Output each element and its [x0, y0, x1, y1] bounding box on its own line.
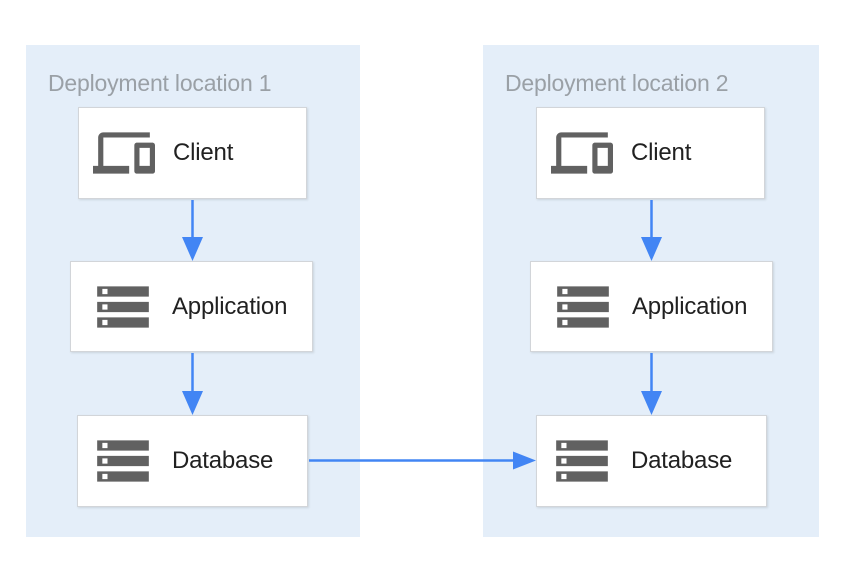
node-application-1: Application — [70, 261, 313, 352]
devices-icon — [551, 122, 613, 184]
node-label: Client — [631, 139, 692, 166]
node-label: Database — [631, 447, 733, 474]
node-label: Application — [172, 292, 288, 320]
node-label: Database — [172, 447, 274, 474]
node-application-2: Application — [530, 261, 773, 352]
node-client-1: Client — [78, 107, 307, 199]
devices-icon — [93, 122, 155, 184]
group-title: Deployment location 2 — [505, 70, 729, 96]
server-stack-icon — [92, 276, 154, 338]
node-label: Client — [173, 139, 234, 166]
server-stack-icon — [551, 430, 613, 492]
server-stack-icon — [552, 276, 614, 338]
server-stack-icon — [92, 430, 154, 492]
group-title: Deployment location 1 — [48, 70, 272, 96]
node-client-2: Client — [536, 107, 765, 199]
node-database-2: Database — [536, 415, 767, 507]
deployment-location-2-group: Deployment location 2 Client Application… — [483, 45, 819, 537]
node-label: Application — [632, 292, 748, 320]
node-database-1: Database — [77, 415, 308, 507]
deployment-location-1-group: Deployment location 1 Client Application… — [26, 45, 360, 537]
